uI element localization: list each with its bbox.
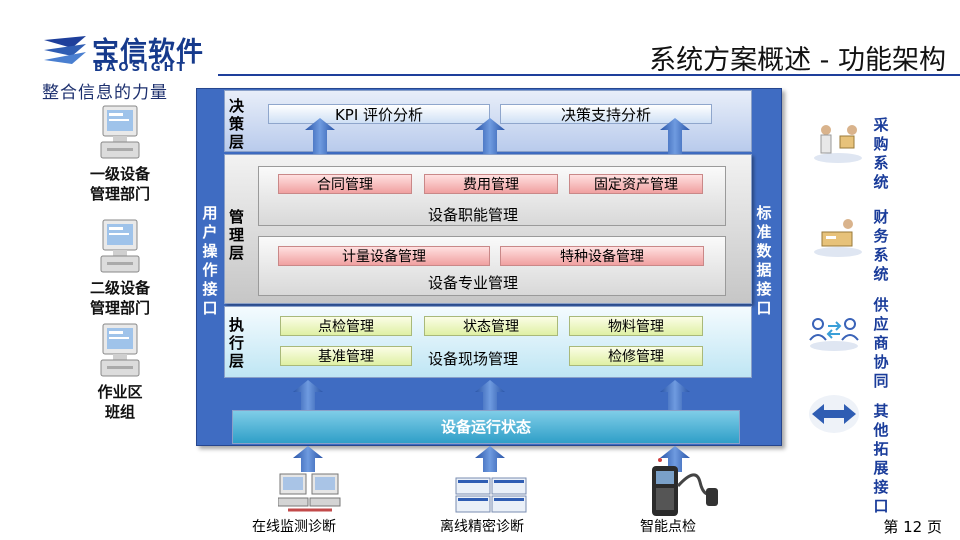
special-equipment-box: 特种设备管理 <box>500 246 704 266</box>
right-system-label: 其他拓展接口 <box>873 402 889 515</box>
page-number: 第 12 页 <box>883 518 942 536</box>
equipment-state-label: 设备运行状态 <box>440 418 531 436</box>
procurement-icon <box>814 125 862 163</box>
status-box: 状态管理 <box>424 316 558 336</box>
handheld-device-icon <box>652 458 718 516</box>
functional-caption: 设备职能管理 <box>428 206 519 224</box>
material-box: 物料管理 <box>569 316 703 336</box>
professional-caption: 设备专业管理 <box>428 274 519 292</box>
user-label: 班组 <box>104 403 135 421</box>
metering-equipment-box: 计量设备管理 <box>278 246 490 266</box>
fixed-asset-box: 固定资产管理 <box>569 174 703 194</box>
computer-icon <box>100 219 140 273</box>
computer-icon <box>100 105 140 159</box>
supplier-collab-icon <box>809 318 859 351</box>
decision-support-box: 决策支持分析 <box>500 104 712 124</box>
data-interface-label: 标准数据接口 <box>756 204 772 317</box>
right-system-label: 供应商协同 <box>873 296 889 390</box>
slogan: 整合信息的力量 <box>42 83 168 103</box>
layer-name: 执行层 <box>229 316 245 370</box>
equipment-state-bar <box>232 410 740 444</box>
logo-text-cn: 宝信软件 <box>92 37 204 68</box>
user-label: 一级设备 <box>89 165 150 183</box>
computer-icon <box>100 323 140 377</box>
double-arrow-icon <box>809 395 859 433</box>
logo-text-en: BAOSIGHT <box>94 60 188 74</box>
bottom-source-label: 智能点检 <box>640 519 696 535</box>
page-title: 系统方案概述 - 功能架构 <box>649 45 946 76</box>
user-level1: 一级设备 管理部门 <box>60 104 180 204</box>
bottom-source-label: 离线精密诊断 <box>440 519 524 535</box>
layer-name: 管理层 <box>229 208 245 262</box>
title-rule <box>218 74 960 76</box>
kpi-analysis-box: KPI 评价分析 <box>268 104 490 124</box>
field-management-caption: 设备现场管理 <box>428 350 519 368</box>
user-team: 作业区 班组 <box>60 322 180 422</box>
layer-name: 决策层 <box>229 97 245 151</box>
cost-management-box: 费用管理 <box>424 174 558 194</box>
offline-diagnosis-icon <box>455 477 527 513</box>
user-interface-label: 用户操作接口 <box>202 204 218 317</box>
user-label: 二级设备 <box>89 279 150 297</box>
inspection-box: 点检管理 <box>280 316 412 336</box>
baosight-logo-icon <box>44 36 86 64</box>
user-label: 作业区 <box>97 383 143 401</box>
user-label: 管理部门 <box>89 299 150 317</box>
baseline-box: 基准管理 <box>280 346 412 366</box>
user-level2: 二级设备 管理部门 <box>60 218 180 318</box>
user-label: 管理部门 <box>89 185 150 203</box>
finance-icon <box>814 219 862 257</box>
right-system-label: 财务系统 <box>873 208 889 283</box>
online-monitoring-icon <box>278 473 341 512</box>
bottom-source-label: 在线监测诊断 <box>252 519 336 535</box>
repair-box: 检修管理 <box>569 346 703 366</box>
contract-management-box: 合同管理 <box>278 174 412 194</box>
right-system-label: 采购系统 <box>873 116 889 191</box>
